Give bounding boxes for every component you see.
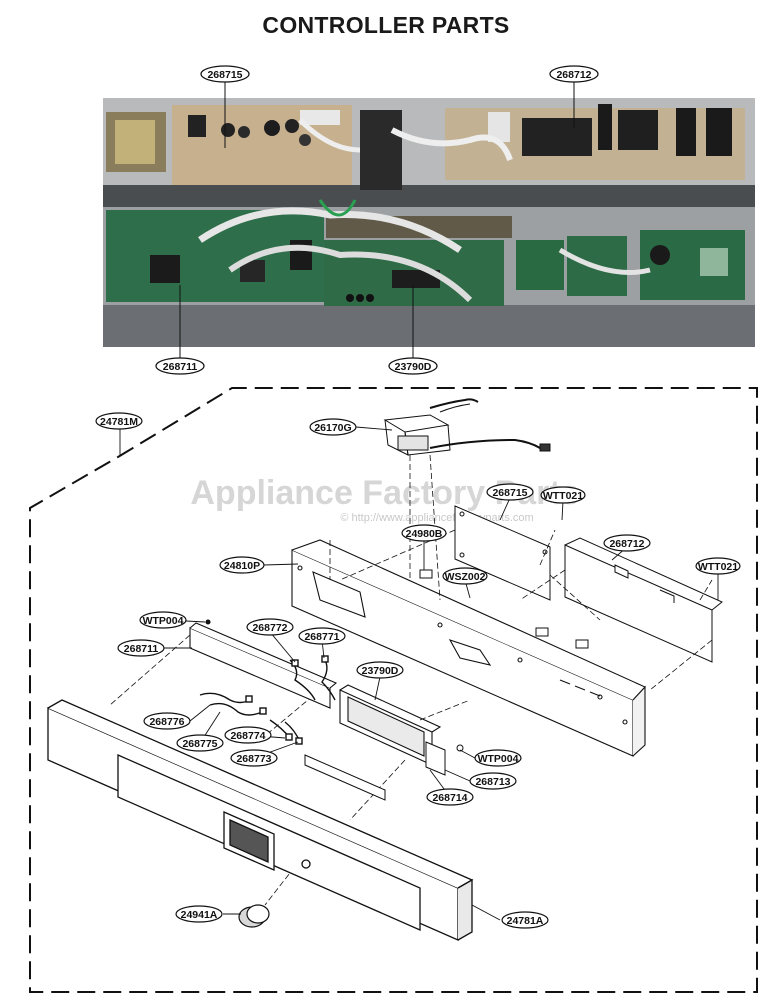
knob-part [238,904,270,928]
assembly-boundary [29,387,758,993]
chassis-part [291,539,646,757]
photo-label-23790D: 23790D [388,357,438,375]
label-24781M: 24781M [95,412,143,430]
svg-text:24941A: 24941A [181,909,218,921]
diagram-title: CONTROLLER PARTS [262,12,510,38]
svg-text:268772: 268772 [252,622,287,634]
power-board-part [454,505,551,601]
label-268715: 268715 [486,483,534,501]
svg-text:24781A: 24781A [507,915,544,927]
transformer-part [383,398,551,456]
svg-text:WTP004: WTP004 [478,753,519,765]
label-26170G: 26170G [309,418,357,436]
svg-text:24781M: 24781M [100,416,138,428]
label-268711: 268711 [117,639,165,657]
svg-text:268776: 268776 [149,716,184,728]
svg-text:268771: 268771 [304,631,339,643]
svg-text:WTT021: WTT021 [543,490,583,502]
svg-text:WTT021: WTT021 [698,561,738,573]
svg-text:268773: 268773 [236,753,271,765]
label-WTP004-a: WTP004 [139,611,187,629]
svg-text:24980B: 24980B [406,528,443,540]
svg-text:23790D: 23790D [362,665,399,677]
label-24781A: 24781A [501,911,549,929]
label-WTT021-a: WTT021 [540,486,586,504]
label-268776: 268776 [143,712,191,730]
label-WTT021-b: WTT021 [695,557,741,575]
label-268771: 268771 [298,627,346,645]
svg-text:24810P: 24810P [224,560,260,572]
label-268772: 268772 [246,618,294,636]
label-268774: 268774 [224,726,272,744]
svg-text:268775: 268775 [182,738,217,750]
photo-label-268711: 268711 [155,357,205,375]
svg-text:268715: 268715 [207,69,242,81]
label-24980B: 24980B [401,524,447,542]
svg-text:WTP004: WTP004 [143,615,184,627]
label-268713: 268713 [469,772,517,790]
watermark-url: © http://www.appliancefactoryparts.com [340,512,533,524]
svg-text:268713: 268713 [475,776,510,788]
diagram-callouts: 24781M 26170G 268715 WTT021 24980B 26871… [95,412,741,929]
label-268775: 268775 [176,734,224,752]
display-bracket-part [304,741,464,801]
label-WSZ002: WSZ002 [442,567,488,585]
control-board-part [189,619,338,709]
svg-text:268774: 268774 [230,730,265,742]
controller-photo [103,98,755,347]
svg-text:23790D: 23790D [395,361,432,373]
svg-text:268715: 268715 [492,487,527,499]
svg-text:26170G: 26170G [314,422,351,434]
display-module-part [339,684,442,766]
label-23790D: 23790D [356,661,404,679]
photo-label-268712: 268712 [549,65,599,83]
photo-callouts: 268715 268712 268711 23790D [155,65,599,375]
svg-text:WSZ002: WSZ002 [445,571,486,583]
label-268714: 268714 [426,788,474,806]
svg-text:268711: 268711 [124,643,159,655]
label-WTP004-b: WTP004 [474,749,522,767]
wire-harness-parts [199,655,336,745]
svg-text:268712: 268712 [556,69,591,81]
relay-board-part [564,537,723,663]
label-268773: 268773 [230,749,278,767]
photo-label-268715: 268715 [200,65,250,83]
svg-text:268711: 268711 [163,361,198,373]
svg-text:268714: 268714 [432,792,467,804]
label-24810P: 24810P [219,556,265,574]
front-panel-part [47,699,474,941]
label-268712: 268712 [603,534,651,552]
svg-text:268712: 268712 [609,538,644,550]
label-24941A: 24941A [175,905,223,923]
connector-parts [419,569,589,649]
